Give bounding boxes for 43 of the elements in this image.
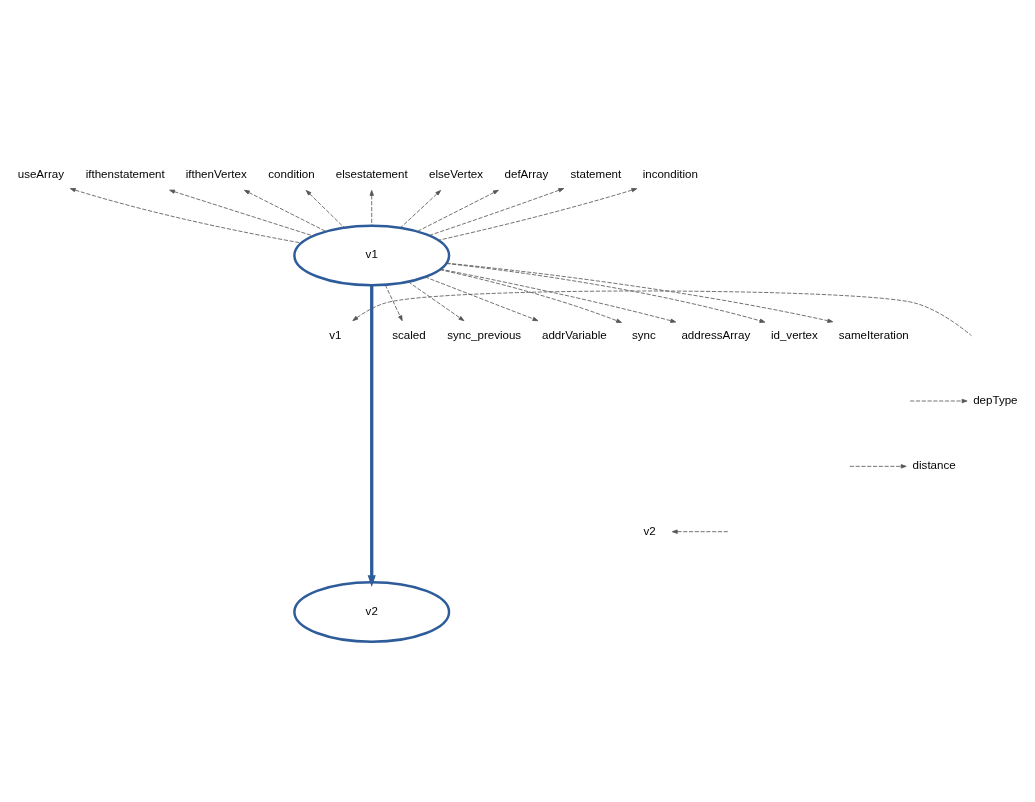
node-text: scaled: [392, 328, 426, 341]
node-text: v2: [643, 524, 656, 537]
arrow: [305, 190, 345, 228]
arrow: [400, 190, 442, 228]
arrow: [367, 285, 376, 587]
node-text: ifthenVertex: [185, 168, 247, 181]
node-text: elseVertex: [429, 168, 484, 181]
arrow: [439, 269, 622, 323]
arrow: [369, 190, 374, 227]
node-text: addressArray: [681, 328, 751, 341]
node-text: addrVariable: [542, 328, 607, 341]
node-text: useArray: [17, 168, 65, 181]
node-text: incondition: [642, 168, 698, 181]
node-text: condition: [268, 168, 315, 181]
arrow: [440, 268, 677, 323]
arrow: [438, 188, 638, 241]
arrow: [445, 263, 766, 323]
node-text: elsestatement: [335, 168, 408, 181]
node-text: sameIteration: [838, 328, 909, 341]
node-text: depType: [973, 394, 1018, 407]
node-text: statement: [570, 168, 622, 181]
arrow: [243, 189, 327, 232]
arrow: [428, 188, 565, 236]
node-text: defArray: [504, 168, 549, 181]
node-text: v1: [329, 328, 342, 341]
arrow: [424, 276, 539, 322]
arrow: [407, 281, 465, 322]
arrow: [69, 188, 302, 244]
node-text: id_vertex: [770, 328, 818, 341]
arrow: [671, 529, 730, 534]
arrow: [849, 464, 907, 469]
node-ellipse: v1: [293, 224, 451, 287]
node-text: ifthenstatement: [85, 168, 165, 181]
node-ellipse: v2: [293, 580, 451, 643]
arrow: [909, 398, 968, 404]
node-text: distance: [912, 459, 956, 472]
node-text: sync_previous: [447, 328, 522, 341]
arrow: [417, 189, 499, 232]
node-text: sync: [631, 328, 656, 341]
arrow: [169, 189, 314, 237]
arrow: [352, 290, 972, 337]
arrow: [384, 284, 403, 322]
arrow: [446, 262, 834, 323]
